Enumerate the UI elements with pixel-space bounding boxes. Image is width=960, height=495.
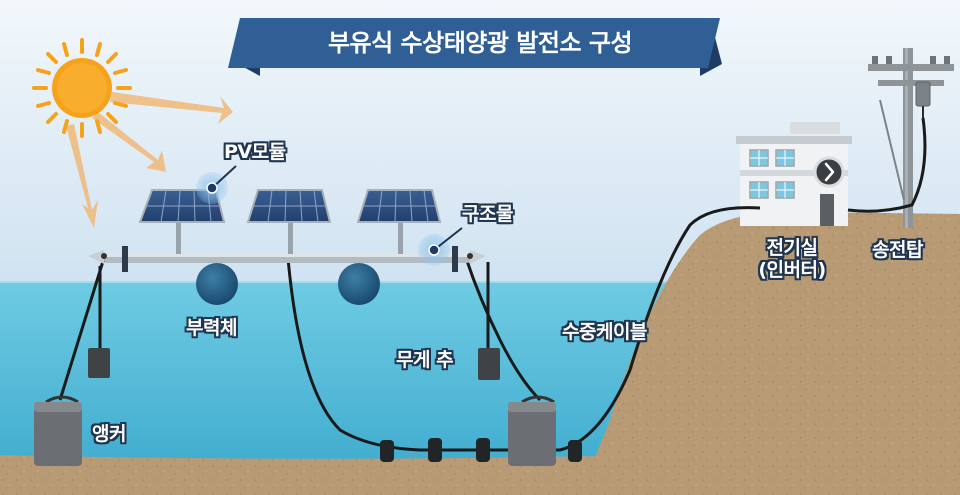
cables — [58, 117, 927, 452]
cable-connector — [476, 438, 490, 462]
sun-icon — [32, 38, 132, 138]
label-underwater-cable: 수중케이블 — [562, 321, 647, 343]
cable-connector — [380, 440, 394, 462]
transmission-tower — [868, 48, 954, 228]
mooring-line-right — [464, 257, 542, 402]
weight-left — [88, 348, 110, 378]
mooring-line-left — [58, 257, 106, 401]
label-electric-room-line1: 전기실 — [766, 237, 818, 259]
anchor-left — [34, 395, 82, 466]
weights — [88, 348, 500, 380]
label-electric-room: 전기실 (인버터) — [744, 237, 840, 282]
sun-ray — [66, 124, 98, 228]
power-line — [847, 117, 927, 213]
floats — [196, 263, 380, 305]
pv-panel — [356, 189, 442, 254]
sun-rays — [66, 92, 233, 228]
title-banner — [228, 18, 722, 76]
sun-ray — [110, 92, 233, 124]
float — [338, 263, 380, 305]
pv-callout-dot — [206, 182, 218, 194]
label-weight: 무게 추 — [396, 349, 454, 371]
label-structure: 구조물 — [462, 203, 513, 225]
label-float: 부력체 — [186, 317, 237, 339]
cable-connectors — [380, 438, 582, 462]
label-pv-module: PV모듈 — [224, 141, 286, 163]
label-transmission-tower: 송전탑 — [872, 239, 923, 261]
label-electric-room-line2: (인버터) — [758, 258, 826, 281]
anchors — [34, 395, 556, 466]
cable-connector — [428, 438, 442, 462]
anchor-right — [508, 395, 556, 466]
structure-callout-dot — [428, 244, 440, 256]
cable-connector — [568, 440, 582, 462]
callouts — [196, 165, 463, 266]
pv-modules — [138, 189, 442, 254]
pv-panel — [246, 189, 332, 254]
weight-right — [478, 348, 500, 380]
diagram-title: 부유식 수상태양광 발전소 구성 — [327, 29, 633, 57]
float — [196, 263, 238, 305]
label-anchor: 앵커 — [92, 423, 126, 445]
underwater-cable — [286, 206, 761, 452]
electric-room-building — [736, 122, 852, 226]
structure-callout-line — [433, 227, 463, 251]
sun-ray — [92, 112, 166, 172]
floating-structure — [88, 246, 486, 272]
